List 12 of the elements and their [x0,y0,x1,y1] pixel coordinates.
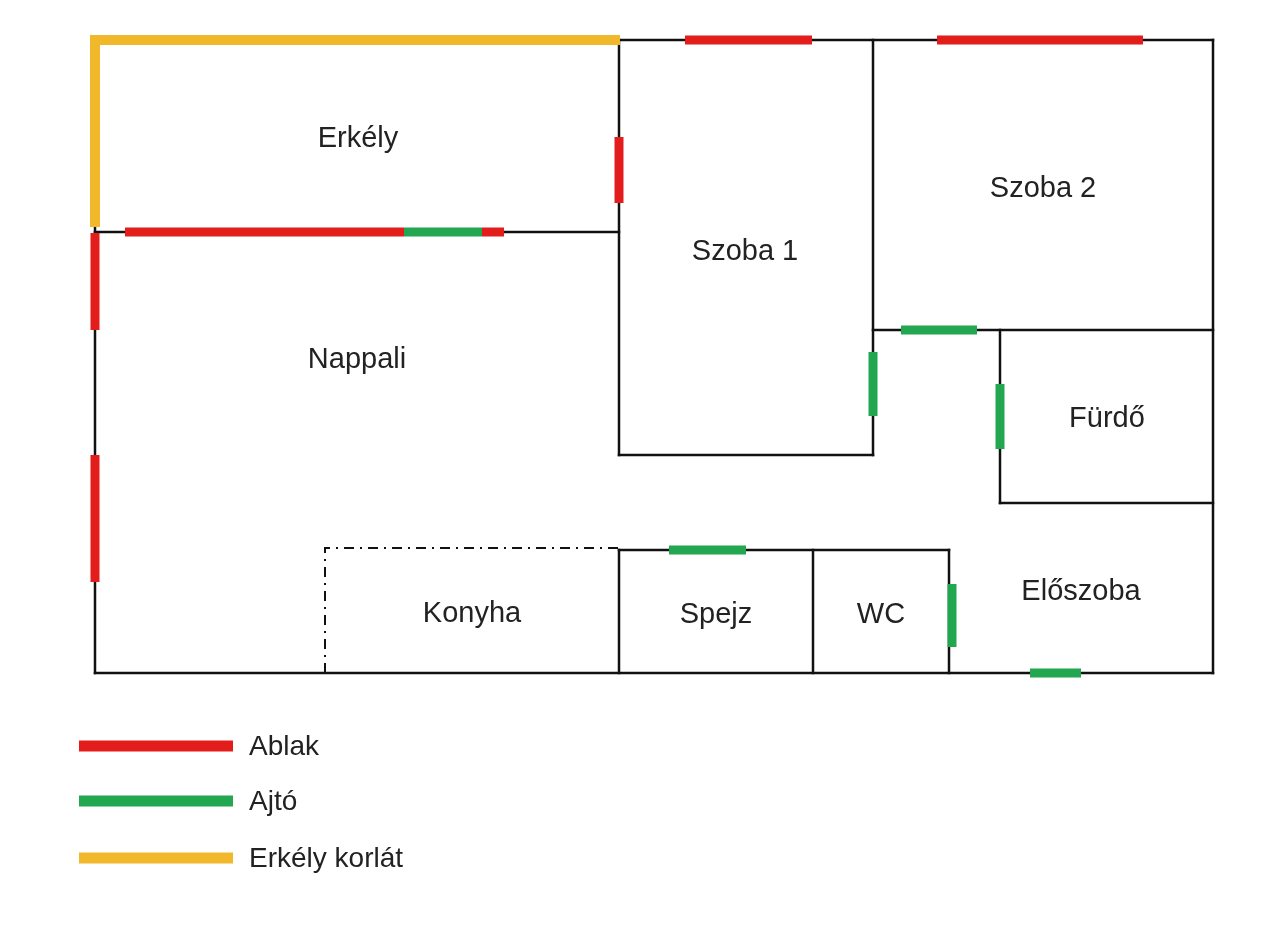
room-label: Előszoba [1021,573,1141,607]
room-label: Erkély [317,120,399,154]
legend-label: Ablak [249,730,320,762]
room-label: WC [856,596,906,630]
room-label: Fürdő [1069,400,1145,434]
room-label: Spejz [679,596,753,630]
room-label: Nappali [307,341,407,375]
legend-label: Ajtó [249,785,298,817]
room-label: Konyha [422,595,522,629]
legend-label: Erkély korlát [249,842,404,874]
room-label: Szoba 2 [989,170,1097,204]
room-label: Szoba 1 [691,233,799,267]
